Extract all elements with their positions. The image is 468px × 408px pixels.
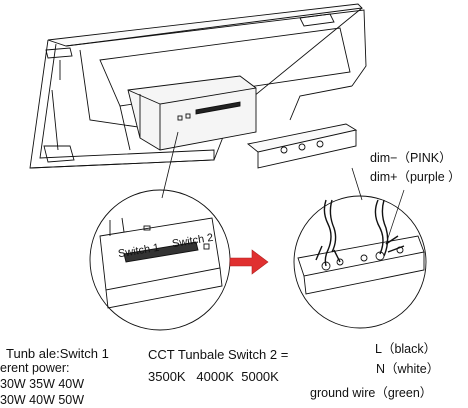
direction-arrow (229, 249, 269, 275)
switch-detail-circle (89, 189, 231, 331)
dim-leader-line (385, 189, 405, 245)
dim-plus-label: dim+（purple ） (370, 170, 461, 184)
cover-plate (246, 123, 358, 169)
n-white-label: N（white） (376, 362, 440, 376)
cct-switch-title: CCT Tunbale Switch 2 = (148, 347, 289, 362)
leader-line-right (351, 167, 363, 201)
power-option-line1: 30W 35W 40W (0, 377, 85, 391)
fixture-panel (29, 3, 367, 169)
cct-values: 3500K 4000K 5000K (148, 369, 279, 384)
power-switch-subtitle: erent power: (0, 361, 70, 375)
power-option-line2: 30W 40W 50W (0, 393, 85, 407)
wire-bundle (315, 199, 405, 267)
ground-wire-label: ground wire（green） (310, 386, 433, 400)
dim-minus-label: dim−（PINK） (370, 151, 452, 165)
driver-box (127, 75, 257, 151)
l-black-label: L（black） (375, 342, 437, 356)
wiring-detail-circle (293, 195, 427, 329)
power-switch-title: Tunb ale:Switch 1 (6, 346, 109, 361)
leader-line-left (161, 131, 179, 199)
